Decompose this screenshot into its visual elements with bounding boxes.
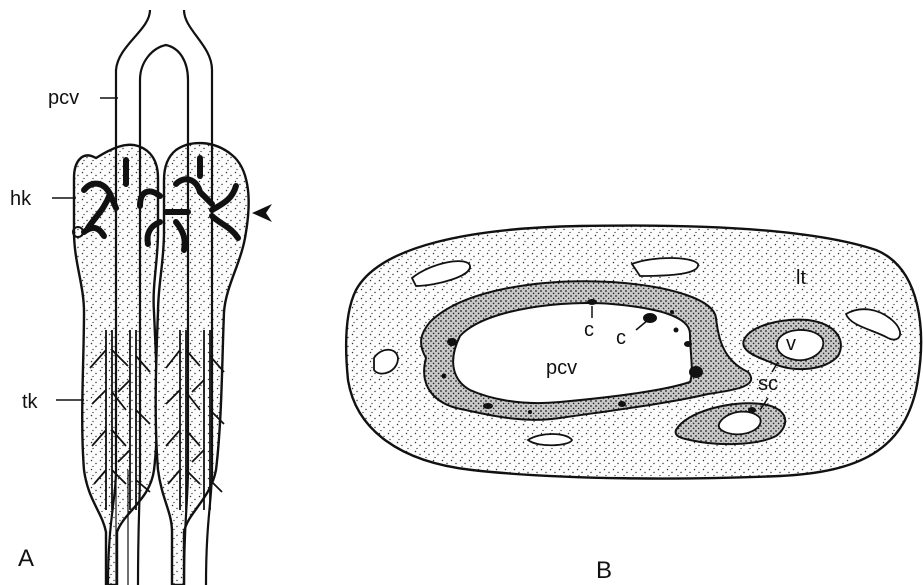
label-hk: hk (10, 188, 32, 210)
vein-lumen (777, 330, 823, 360)
panel-label-b: B (596, 557, 612, 584)
label-sc: sc (758, 373, 778, 395)
panel-label-a: A (18, 545, 34, 572)
label-pcv-b: pcv (546, 357, 577, 379)
small-vessel-2 (632, 258, 698, 276)
lower-vessel-cell (748, 407, 756, 413)
panel-b: lt c c pcv v sc B (346, 226, 921, 584)
label-v: v (786, 333, 796, 355)
panel-a: pcv hk tk A (10, 10, 272, 585)
label-c-1: c (584, 319, 594, 341)
label-lt: lt (796, 267, 806, 289)
label-c-2: c (616, 327, 626, 349)
label-tk: tk (22, 391, 39, 413)
label-pcv-a: pcv (48, 87, 79, 109)
arrowhead-marker (252, 204, 272, 222)
